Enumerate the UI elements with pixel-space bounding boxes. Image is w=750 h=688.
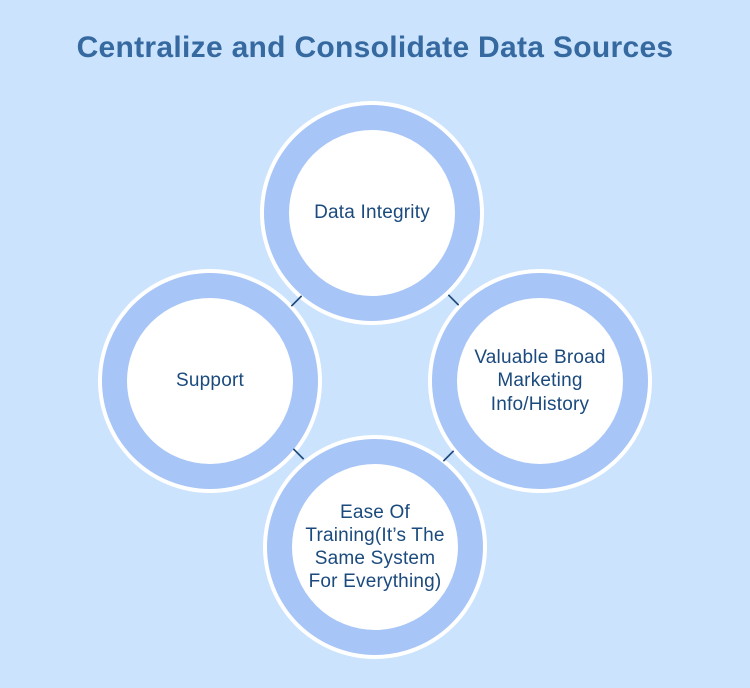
node-ease-of-training: Ease Of Training(It’s The Same System Fo… xyxy=(267,439,483,655)
connector-tick-top-right xyxy=(447,293,460,307)
node-support: Support xyxy=(102,273,318,489)
node-data-integrity: Data Integrity xyxy=(264,105,480,321)
diagram-title: Centralize and Consolidate Data Sources xyxy=(76,31,674,64)
connector-tick-bottom-left xyxy=(292,447,305,461)
node-support-label: Support xyxy=(176,370,244,392)
node-ease-of-training-label: Ease Of Training(It’s The Same System Fo… xyxy=(305,501,445,593)
connector-tick-top-left xyxy=(290,294,303,308)
node-valuable-broad-marketing-info-history-label: Valuable Broad Marketing Info/History xyxy=(474,347,606,415)
node-data-integrity-label: Data Integrity xyxy=(314,202,430,224)
connector-tick-bottom-right xyxy=(442,449,455,463)
node-valuable-broad-marketing-info-history: Valuable Broad Marketing Info/History xyxy=(432,273,648,489)
